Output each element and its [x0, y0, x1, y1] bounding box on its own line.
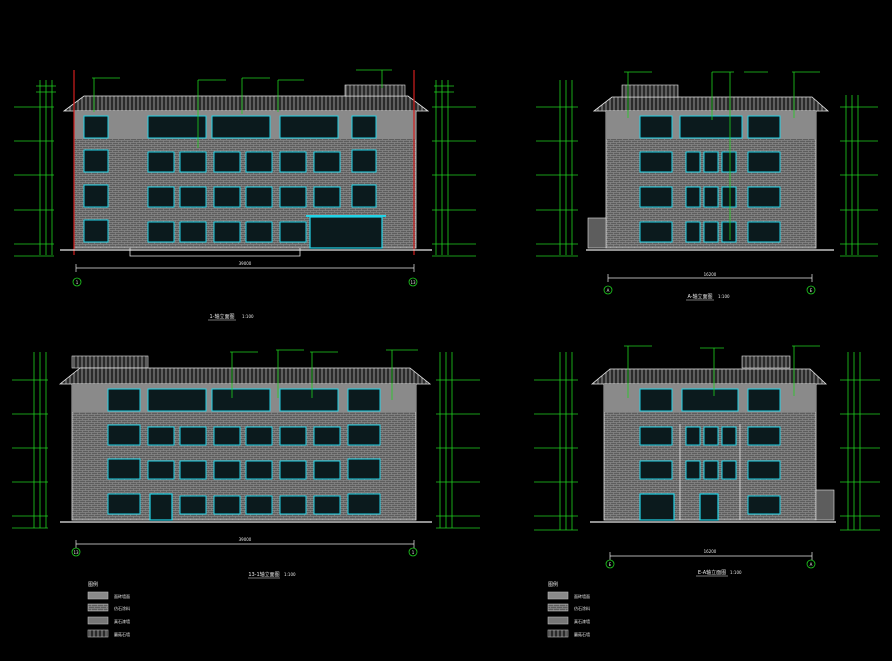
annotation-leaders [230, 349, 418, 400]
window-group [639, 115, 781, 243]
axis-bubble [408, 277, 418, 287]
level-marks-left [14, 80, 56, 257]
axis-line-red [73, 70, 415, 255]
dimension-line [607, 274, 813, 282]
elevation-a-e: 16200 A E A-轴立面图 1:100 [536, 71, 878, 301]
elevation-scale: 1:100 [242, 314, 254, 319]
window-group [639, 388, 781, 515]
axis-label: 13 [73, 550, 79, 555]
roof [592, 96, 830, 112]
entrance [699, 493, 719, 521]
legend-right: 图例 面砖墙面 仿石涂料 真石漆墙 蘑菇石墙 [547, 581, 590, 638]
elevation-e-a: 16200 E A E-A轴立面图 1:100 [534, 345, 880, 577]
total-dimension: 16200 [704, 272, 717, 277]
roof-parapet [621, 84, 679, 98]
legend-label: 仿石涂料 [574, 605, 590, 611]
roof-parapet [344, 84, 406, 97]
legend-title: 图例 [88, 581, 98, 588]
axis-bubble [72, 277, 82, 287]
elevation-title: 1-轴立面图 [210, 313, 235, 320]
roof-parapet [741, 355, 791, 369]
legend-label: 真石漆墙 [114, 618, 130, 624]
window-group [83, 115, 377, 243]
axis-bubble [806, 285, 816, 295]
elevation-1-13: 39000 1 13 1-轴立面图 1:100 [14, 69, 476, 321]
legend-swatch [87, 629, 109, 638]
total-dimension: 16200 [704, 549, 717, 554]
level-marks-left [534, 352, 578, 531]
level-marks-left [12, 352, 48, 529]
elevation-13-1: 39000 13 1 13-1轴立面图 1:100 [12, 349, 480, 579]
legend-label: 仿石涂料 [114, 605, 130, 611]
legend-label: 蘑菇石墙 [574, 631, 590, 637]
entrance [639, 493, 675, 521]
elevation-scale: 1:100 [730, 570, 742, 575]
level-marks-right [432, 80, 476, 257]
elevation-title: A-轴立面图 [687, 293, 712, 300]
elevation-title: 13-1轴立面图 [248, 571, 279, 578]
legend-swatch [547, 629, 569, 638]
side-annex [587, 217, 607, 249]
legend-swatch [87, 603, 109, 612]
roof [58, 367, 432, 385]
elevation-scale: 1:100 [284, 572, 296, 577]
legend-left: 图例 面砖墙面 仿石涂料 真石漆墙 蘑菇石墙 [87, 581, 130, 638]
axis-label: 1 [412, 550, 415, 555]
axis-label: E [810, 288, 813, 293]
axis-label: 13 [410, 280, 416, 285]
roof [62, 95, 430, 112]
dimension-line [75, 540, 415, 548]
legend-label: 面砖墙面 [114, 593, 130, 599]
axis-label: E [609, 562, 612, 567]
axis-label: 1 [76, 280, 79, 285]
axis-label: A [607, 288, 610, 293]
roof-parapet [71, 355, 149, 369]
axis-label: A [810, 562, 813, 567]
dimension-line [75, 264, 415, 272]
legend-title: 图例 [548, 581, 558, 588]
total-dimension: 39000 [239, 537, 252, 542]
level-marks-left [536, 80, 578, 257]
axis-bubble [408, 547, 418, 557]
axis-bubble [806, 559, 816, 569]
legend-swatch [87, 616, 109, 625]
legend-swatch [547, 603, 569, 612]
legend-label: 面砖墙面 [574, 593, 590, 599]
annotation-leaders [92, 69, 392, 148]
legend-label: 蘑菇石墙 [114, 631, 130, 637]
dimension-line [609, 552, 813, 560]
legend-swatch [547, 591, 569, 600]
axis-bubble [603, 285, 613, 295]
total-dimension: 39000 [239, 261, 252, 266]
legend-swatch [547, 616, 569, 625]
level-marks-right [840, 95, 878, 257]
legend-swatch [87, 591, 109, 600]
annotation-leaders [624, 71, 820, 240]
axis-bubble [71, 547, 81, 557]
level-marks-right [436, 352, 480, 529]
annotation-leaders [624, 345, 820, 398]
roof [590, 368, 828, 385]
entrance [149, 493, 173, 521]
elevation-title: E-A轴立面图 [698, 569, 726, 576]
elevation-scale: 1:100 [718, 294, 730, 299]
axis-bubble [605, 559, 615, 569]
window-group [107, 388, 381, 515]
level-marks-right [840, 352, 880, 531]
side-annex [815, 489, 835, 521]
legend-label: 真石漆墙 [574, 618, 590, 624]
entrance [309, 216, 383, 249]
